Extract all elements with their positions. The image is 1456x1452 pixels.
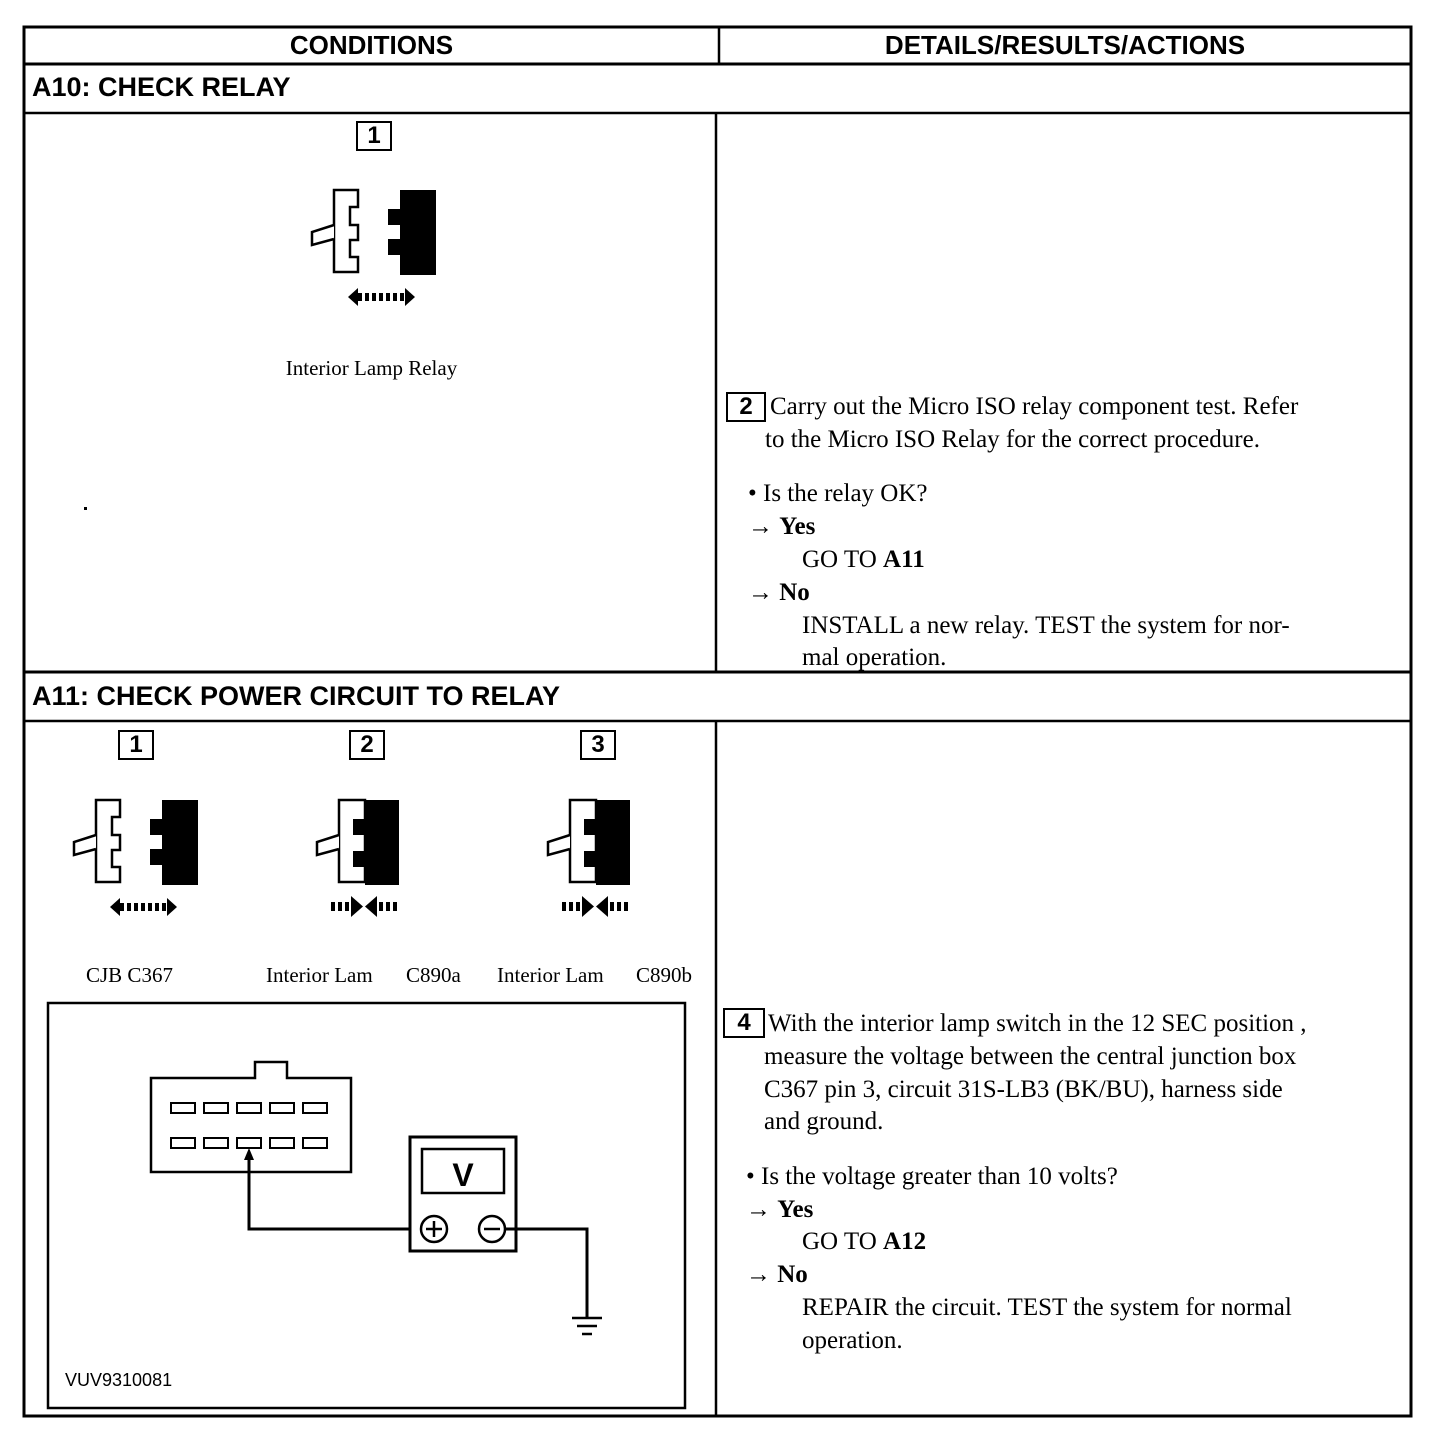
step2-text-line2: to the Micro ISO Relay for the correct p… [765,426,1260,453]
yes-row-a10: → Yes [748,510,815,543]
question-voltage: • Is the voltage greater than 10 volts? [746,1163,1118,1190]
step4-text-line3: C367 pin 3, circuit 31S-LB3 (BK/BU), har… [764,1076,1283,1103]
scan-speck [84,507,87,510]
arrow-icon: → [746,1196,771,1223]
relay-connector-icon-a10 [310,188,436,306]
caption-cjb-c367: CJB C367 [86,963,173,987]
no-action-a10-line2: mal operation. [802,644,947,671]
step-number-a11-4: 4 [723,1008,765,1038]
arrow-icon: → [746,1261,771,1288]
connector-connect-icon-c890b [546,798,630,917]
diagram-id: VUV9310081 [65,1370,172,1390]
yes-action-a10: GO TO A11 [802,546,925,573]
yes-label: Yes [777,1196,814,1223]
no-action-a11-line2: operation. [802,1327,903,1354]
no-label: No [777,1261,808,1288]
section-title-a10: A10: CHECK RELAY [32,72,291,102]
step4-text-line2: measure the voltage between the central … [764,1043,1297,1070]
column-header-conditions: CONDITIONS [289,30,454,60]
caption-interior-lamp-relay: Interior Lamp Relay [285,356,458,380]
caption-interior-lam-2: Interior Lam [497,963,604,987]
arrow-icon: → [748,579,773,606]
step-number-a10-2: 2 [726,392,766,422]
meter-voltage-label: V [452,1157,474,1193]
caption-interior-lam-1: Interior Lam [266,963,373,987]
goto-target: A11 [883,546,925,573]
no-action-a11-line1: REPAIR the circuit. TEST the system for … [802,1294,1292,1321]
step4-text-line4: and ground. [764,1108,884,1135]
step-number-a11-3: 3 [580,730,616,760]
voltmeter-diagram: V VUV9310081 [46,1001,687,1410]
section-title-a11: A11: CHECK POWER CIRCUIT TO RELAY [32,681,561,711]
step4-text-line1: With the interior lamp switch in the 12 … [768,1010,1307,1037]
yes-action-a11: GO TO A12 [802,1228,927,1255]
no-row-a11: → No [746,1258,808,1291]
step-number-a10-1: 1 [356,121,392,151]
no-action-a10-line1: INSTALL a new relay. TEST the system for… [802,612,1290,639]
caption-c890b: C890b [636,963,693,987]
caption-c890a: C890a [406,963,461,987]
no-row-a10: → No [748,576,810,609]
yes-label: Yes [779,513,816,540]
column-header-details: DETAILS/RESULTS/ACTIONS [884,30,1246,60]
step-number-a11-2: 2 [349,730,385,760]
question-relay-ok: • Is the relay OK? [748,480,928,507]
step2-text-line1: Carry out the Micro ISO relay component … [770,393,1299,420]
goto-target: A12 [883,1228,927,1255]
no-label: No [779,579,810,606]
arrow-icon: → [748,513,773,540]
step-number-a11-1: 1 [118,730,154,760]
connector-connect-icon-c890a [315,798,399,917]
connector-disconnect-icon-cjb [72,798,198,916]
yes-row-a11: → Yes [746,1193,813,1226]
